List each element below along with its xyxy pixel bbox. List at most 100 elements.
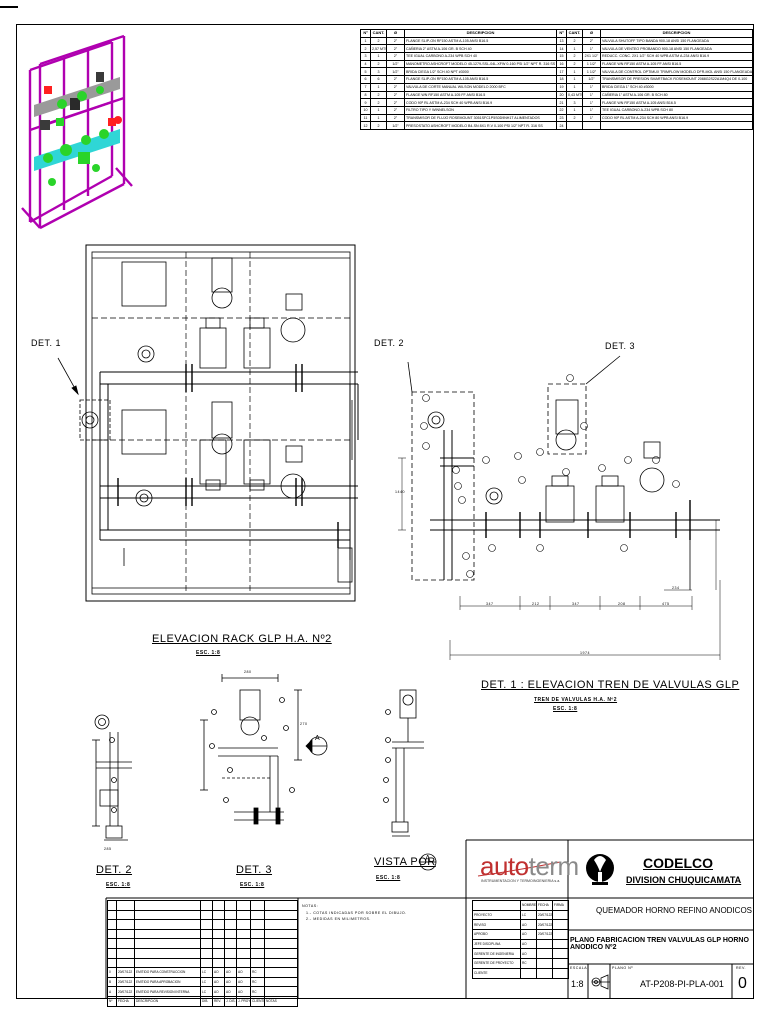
revision-cell [200,928,213,940]
rack-elevation-scale: ESC. 1:8 [196,650,221,656]
dim-text: 347 [486,602,494,606]
revision-cell-desc: EMITIDO PARA REVISION INTERNA [134,986,201,997]
revision-cell [264,928,298,940]
revision-cell [116,909,135,921]
vista-title: VISTA POR [374,856,436,868]
revision-cell [236,919,251,930]
revision-cell [134,919,201,930]
approval-cell: JEFE DISCIPLINA [472,938,521,950]
revision-cell-rev1: AO [212,986,225,997]
vista-a-circle [419,853,437,871]
revision-cell [107,909,117,921]
approval-cell: AO [520,919,537,931]
revision-row-empty [107,900,298,911]
revision-row-empty [107,919,298,930]
approval-cell: 20/07/122 [536,909,553,921]
revision-cell [107,900,117,911]
approval-row: CLIENTE [472,967,569,979]
revision-cell-notes [264,967,298,978]
project-name: QUEMADOR HORNO REFINO ANODICOS [596,906,753,915]
revision-number: 0 [738,975,747,992]
revision-cell [212,928,225,940]
revision-cell [134,957,201,969]
revision-cell-rev: A [107,986,117,997]
revision-cell-date: 20/07/122 [116,967,135,978]
note-2: 2.- MEDIDAS EN MILIMETROS. [306,917,371,921]
revision-cell-rev2: AO [224,976,237,988]
approval-cell [552,958,569,969]
approval-cell [536,967,553,979]
approval-cell [520,967,537,979]
rack-elevation-title: ELEVACION RACK GLP H.A. Nº2 [152,633,332,645]
drawing-number: AT-P208-PI-PLA-001 [640,979,724,989]
revision-cell [116,957,135,969]
det2-scale: ESC. 1:8 [106,882,131,888]
revision-cell-dib: LC [200,986,213,997]
revision-cell-rev: 0 [107,967,117,978]
vista-letter: A [425,854,431,863]
revision-cell-cli: RC [250,976,265,988]
approval-header-cell: NOMBRE [520,900,537,911]
revision-cell [116,928,135,940]
revision-cell [224,957,237,969]
det1-title: DET. 1 : ELEVACION TREN DE VALVULAS GLP [481,679,740,691]
scale-value: 1:8 [571,979,584,989]
revision-cell [212,947,225,959]
revision-cell-rev2: AO [224,986,237,997]
dim-text: 1440 [395,490,405,494]
revision-cell [134,928,201,940]
revision-cell-dib: LC [200,976,213,988]
revision-cell-desc: EMITIDO PARA APROBACION [134,976,201,988]
approval-header-cell: FECHA [536,900,553,911]
revision-cell [107,919,117,930]
autoterm-logo-part1: auto [480,851,529,881]
dim-text: 475 [662,602,670,606]
revision-cell-dib: LC [200,967,213,978]
bom-cell-desc [600,121,753,130]
bill-of-materials: Nº CANT. Ø DESCRIPCION Nº CANT. Ø DESCRI… [360,29,753,130]
revision-cell [200,957,213,969]
approval-cell: 20/07/122 [536,929,553,940]
revision-cell [200,947,213,959]
approval-cell [536,938,553,950]
revision-cell-notes [264,976,298,988]
approval-cell: RC [520,958,537,969]
revision-cell [212,938,225,949]
revision-cell [116,919,135,930]
approval-cell: GERENTE DE INGENIERIA [472,948,521,960]
revision-cell [236,928,251,940]
revision-cell [134,900,201,911]
det1-label: DET. 1 [31,338,62,348]
dim-text: 285 [104,847,112,851]
revision-cell-rev1: AO [212,976,225,988]
revision-cell [134,947,201,959]
title-block [105,839,754,999]
dim-text: 208 [618,602,626,606]
revision-cell [250,900,265,911]
client-name: CODELCO [643,855,713,871]
autoterm-logo: autoterm [480,851,579,882]
codelco-emblem-icon [586,854,614,885]
approval-cell: AO [520,929,537,940]
revision-cell [200,909,213,921]
det1-arrow [71,385,79,396]
det3-title: DET. 3 [236,864,273,876]
revision-cell-apr: AO [236,976,251,988]
approval-header-cell [472,900,521,911]
sheet-corner-mark [0,6,18,8]
dim-text: 234 [672,586,680,590]
revision-row-empty [107,947,298,959]
revision-footer-cell: FECHA [116,995,135,1007]
dim-text: 1974 [580,651,590,655]
revision-cell [200,900,213,911]
scale-label: ESCALA [570,966,588,970]
view-marker-letter: A [315,735,321,742]
revision-footer-cell: REV. [212,995,225,1007]
det1-subtitle: TREN DE VALVULAS H.A. Nº2 [534,697,618,703]
revision-cell [236,909,251,921]
det3-label: DET. 3 [605,341,636,351]
